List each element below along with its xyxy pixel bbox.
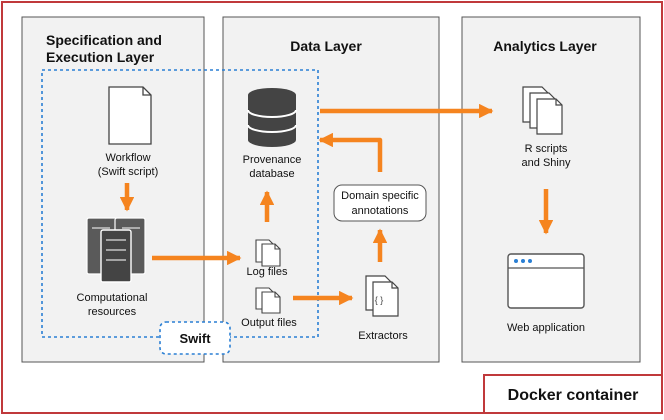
- log-files-label: Log files: [247, 266, 288, 278]
- document-icon: [108, 86, 152, 145]
- output-files-icon: [255, 287, 281, 314]
- analytics-layer-panel: [461, 16, 641, 363]
- computational-sublabel: resources: [88, 306, 137, 318]
- workflow-sublabel: (Swift script): [98, 166, 159, 178]
- database-icon: [247, 88, 297, 147]
- docker-label-box: [483, 374, 663, 414]
- server-icon: [86, 217, 146, 283]
- docker-container-label: Docker container: [508, 387, 639, 404]
- web-app-label: Web application: [507, 322, 585, 334]
- extractors-icon: [365, 275, 399, 317]
- spec-layer-panel: [21, 16, 205, 363]
- workflow-label: Workflow: [105, 152, 150, 164]
- extractors-label: Extractors: [358, 330, 408, 342]
- data-layer-title: Data Layer: [290, 38, 362, 54]
- domain-label: Domain specific: [341, 190, 419, 202]
- provenance-label: Provenance: [243, 154, 302, 166]
- domain-sublabel: annotations: [352, 205, 409, 217]
- analytics-layer-title: Analytics Layer: [493, 38, 597, 54]
- spec-layer-title: Specification and: [46, 32, 162, 48]
- browser-window-icon: [507, 253, 585, 309]
- provenance-sublabel: database: [249, 168, 294, 180]
- r-scripts-icon: [522, 86, 563, 135]
- swift-label: Swift: [179, 331, 211, 346]
- log-files-icon: [255, 239, 281, 267]
- arrow-annotations-to-provenance: [318, 132, 383, 172]
- computational-label: Computational: [77, 292, 148, 304]
- r-scripts-sublabel: and Shiny: [522, 157, 571, 169]
- spec-layer-title-2: Execution Layer: [46, 49, 155, 65]
- output-files-label: Output files: [241, 317, 297, 329]
- swift-label-box: [159, 321, 231, 355]
- domain-annotations-box: [333, 184, 427, 222]
- r-scripts-label: R scripts: [525, 143, 568, 155]
- code-braces-glyph: { }: [375, 295, 384, 305]
